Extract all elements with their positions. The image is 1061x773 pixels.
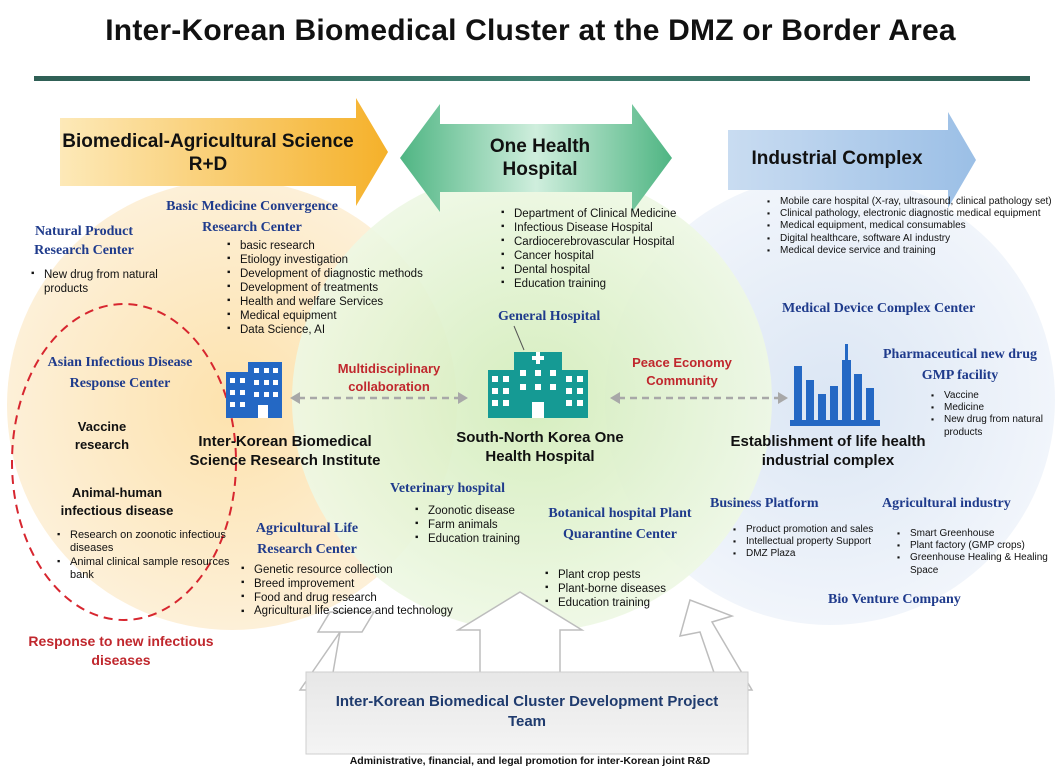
list-item: Medicine [931,402,1061,414]
business-platform-title: Business Platform [710,496,819,511]
list-item: Infectious Disease Hospital [501,221,744,235]
industrial-list: Mobile care hospital (X-ray, ultrasound,… [766,196,1061,257]
list-item: Health and welfare Services [227,295,490,309]
list-item: Cardiocerebrovascular Hospital [501,235,744,249]
list-item: Zoonotic disease [415,504,568,518]
basic-medicine-title: Basic Medicine Convergence Research Cent… [166,199,338,235]
list-item: Etiology investigation [227,253,490,267]
institute-building-icon [226,362,282,418]
botanical-list: Plant crop pests Plant-borne diseases Ed… [544,568,718,610]
response-label: Response to new infectious diseases [28,633,214,668]
veterinary-title: Veterinary hospital [390,481,505,496]
project-team-label: Inter-Korean Biomedical Cluster Developm… [335,693,719,730]
agricultural-life-title: Agricultural Life Research Center [255,521,359,557]
pharmaceutical-list: Vaccine Medicine New drug from natural p… [930,390,1061,439]
multidisciplinary-label: Multidisciplinary collaboration [337,361,441,394]
pharmaceutical-title: Pharmaceutical new drug GMP facility [883,347,1037,383]
list-item: Education training [545,596,718,610]
list-item: Clinical pathology, electronic diagnosti… [767,208,1061,220]
list-item: Vaccine [931,390,1061,402]
list-item: Department of Clinical Medicine [501,207,744,221]
asian-infectious-title: Asian Infectious Disease Response Center [47,355,193,391]
list-item: Plant-borne diseases [545,582,718,596]
veterinary-list: Zoonotic disease Farm animals Education … [414,504,568,546]
one-health-arrow [400,104,672,212]
project-team-box [305,671,749,755]
list-item: Cancer hospital [501,249,744,263]
list-item: Research on zoonotic infectious diseases [57,529,230,556]
list-item: Plant factory (GMP crops) [897,540,1061,552]
list-item: Genetic resource collection [241,563,454,577]
vaccine-research-label: Vaccine research [74,419,130,452]
asian-infectious-list: Research on zoonotic infectious diseases… [56,529,230,583]
biomedical-arrow [60,98,388,206]
one-health-arrow-label: One Health Hospital [489,136,591,180]
list-item: Food and drug research [241,591,454,605]
page-title: Inter-Korean Biomedical Cluster at the D… [105,14,956,47]
hospital-building-icon [488,325,588,418]
natural-product-list: New drug from natural products [30,268,174,296]
establishment-label: Establishment of life health industrial … [730,433,926,469]
infectious-dashed-ellipse [11,303,237,621]
list-item: Development of treatments [227,281,490,295]
list-item: Farm animals [415,518,568,532]
list-item: Plant crop pests [545,568,718,582]
list-item: Medical equipment [227,309,490,323]
list-item: Animal clinical sample resources bank [57,556,230,583]
business-platform-list: Product promotion and sales Intellectual… [732,524,888,561]
industrial-arrow-label: Industrial Complex [751,148,923,169]
list-item: basic research [227,239,490,253]
list-item: Breed improvement [241,577,454,591]
list-item: Medical device service and training [767,245,1061,257]
industrial-arrow [728,112,976,208]
botanical-title: Botanical hospital Plant Quarantine Cent… [548,506,692,542]
list-item: Mobile care hospital (X-ray, ultrasound,… [767,196,1061,208]
agricultural-life-list: Genetic resource collection Breed improv… [240,563,454,618]
medical-device-label: Medical Device Complex Center [782,301,976,316]
biomedical-arrow-label: Biomedical-Agricultural Science R+D [62,131,354,175]
agricultural-industry-title: Agricultural industry [882,496,1011,511]
list-item: Intellectual property Support [733,536,888,548]
general-hospital-label: General Hospital [498,309,601,324]
institute-label: Inter-Korean Biomedical Science Research… [189,433,381,469]
bio-venture-label: Bio Venture Company [828,592,961,607]
hospital-list: Department of Clinical Medicine Infectio… [500,207,744,291]
peace-economy-label: Peace Economy Community [632,355,732,388]
list-item: New drug from natural products [31,268,174,296]
agricultural-industry-list: Smart Greenhouse Plant factory (GMP crop… [896,528,1061,577]
list-item: Dental hospital [501,263,744,277]
list-item: Smart Greenhouse [897,528,1061,540]
list-item: DMZ Plaza [733,548,888,560]
list-item: Education training [501,277,744,291]
list-item: Education training [415,532,568,546]
footer-text: Administrative, financial, and legal pro… [349,755,711,767]
list-item: Greenhouse Healing & Healing Space [897,552,1061,576]
list-item: New drug from natural products [931,414,1061,438]
list-item: Product promotion and sales [733,524,888,536]
title-underline [34,76,1030,81]
one-health-hospital-label: South-North Korea One Health Hospital [456,429,624,465]
list-item: Development of diagnostic methods [227,267,490,281]
industrial-skyline-icon [790,344,880,426]
list-item: Agricultural life science and technology [241,605,454,618]
natural-product-title: Natural Product Research Center [34,224,134,258]
basic-medicine-list: basic research Etiology investigation De… [226,239,490,337]
list-item: Data Science, AI [227,323,490,337]
list-item: Digital healthcare, software AI industry [767,233,1061,245]
animal-human-label: Animal-human infectious disease [60,485,174,518]
list-item: Medical equipment, medical consumables [767,220,1061,232]
